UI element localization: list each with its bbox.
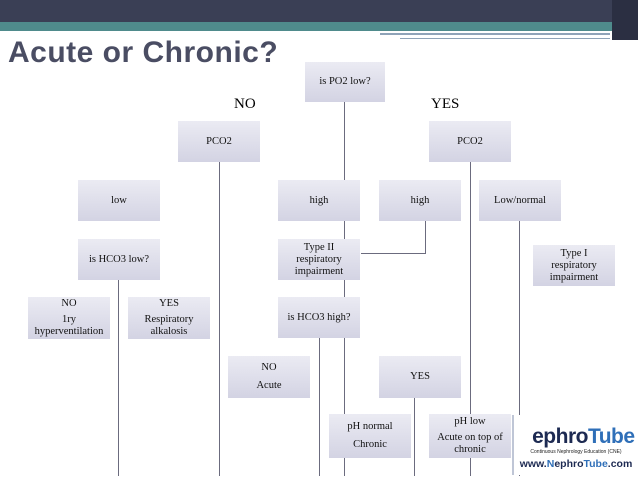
header-corner (612, 0, 638, 40)
node-text: YES (159, 298, 179, 309)
slide-title: Acute or Chronic? (8, 36, 279, 69)
url-part: ephro (554, 458, 584, 470)
logo-url: www.NephroTube.com (514, 458, 638, 470)
node-text: YES (410, 371, 430, 382)
nephrotube-logo: NephroTube Continuous Nephrology Educati… (512, 415, 636, 475)
hco3-high-question: is HCO3 high? (278, 297, 360, 338)
header-accent-line (380, 33, 610, 35)
connector-line (219, 162, 220, 476)
pco2-high-node-no: high (278, 180, 360, 221)
node-text: Type I (560, 247, 588, 259)
node-text: hyperventilation (34, 326, 104, 337)
node-text: Acute (256, 380, 282, 391)
node-text: chronic (454, 444, 486, 455)
logo-wordmark: NephroTube (514, 425, 638, 449)
hco3-high-yes-node: YES (379, 356, 461, 398)
logo-text: ephro (532, 425, 588, 448)
type-ii-respiratory-node: Type II respiratory impairment (278, 239, 360, 280)
node-text: 1ry (62, 314, 76, 325)
connector-line (361, 253, 426, 254)
pco2-low-normal-node: Low/normal (479, 180, 561, 221)
yes-respiratory-alkalosis-node: YES Respiratory alkalosis (128, 297, 210, 339)
node-text: low (111, 194, 127, 206)
header-stripe (0, 22, 638, 31)
po2-low-question: is PO2 low? (305, 62, 385, 102)
node-text: Respiratory (144, 314, 194, 325)
node-text: Acute on top of (437, 432, 503, 443)
header-accent-line-2 (400, 38, 610, 39)
connector-line (118, 280, 119, 476)
connector-line (344, 102, 345, 476)
url-part: N (546, 458, 555, 470)
no-acute-node: NO Acute (228, 356, 310, 398)
node-text: pH normal (347, 421, 393, 432)
node-text: PCO2 (457, 135, 483, 147)
node-text: impairment (549, 271, 599, 283)
branch-no-label: NO (234, 96, 256, 112)
ph-normal-chronic-node: pH normal Chronic (329, 414, 411, 458)
connector-line (425, 221, 426, 253)
node-text: NO (61, 298, 77, 309)
logo-text-tube: Tube (587, 425, 635, 448)
header-bar (0, 0, 638, 22)
node-text: Type II (303, 241, 335, 253)
pco2-low-node: low (78, 180, 160, 221)
node-text: PCO2 (206, 135, 232, 147)
no-hyperventilation-node: NO 1ry hyperventilation (28, 297, 110, 339)
node-text: is PO2 low? (319, 76, 371, 87)
url-part: www. (519, 458, 547, 470)
node-text: high (309, 194, 329, 206)
connector-line (414, 398, 415, 476)
node-text: respiratory (551, 259, 597, 271)
logo-tagline: Continuous Nephrology Education (CNE) (530, 449, 622, 455)
url-part: Tube (583, 458, 608, 470)
node-text: Chronic (353, 439, 387, 450)
node-text: Low/normal (494, 194, 546, 206)
pco2-high-node-yes: high (379, 180, 461, 221)
node-text: is HCO3 high? (287, 311, 351, 323)
pco2-yes-branch: PCO2 (429, 121, 511, 162)
url-part: .com (607, 458, 633, 470)
branch-yes-label: YES (431, 96, 460, 112)
node-text: respiratory (296, 253, 342, 265)
node-text: high (410, 194, 430, 206)
hco3-low-question: is HCO3 low? (78, 239, 160, 280)
pco2-no-branch: PCO2 (178, 121, 260, 162)
node-text: alkalosis (150, 326, 188, 337)
connector-line (519, 221, 520, 476)
type-i-respiratory-node: Type I respiratory impairment (533, 245, 615, 286)
ph-low-acute-on-chronic-node: pH low Acute on top of chronic (429, 414, 511, 458)
node-text: impairment (294, 265, 344, 277)
node-text: pH low (454, 416, 486, 427)
connector-line (470, 162, 471, 476)
node-text: is HCO3 low? (88, 253, 150, 265)
connector-line (319, 338, 320, 476)
node-text: NO (261, 362, 277, 373)
